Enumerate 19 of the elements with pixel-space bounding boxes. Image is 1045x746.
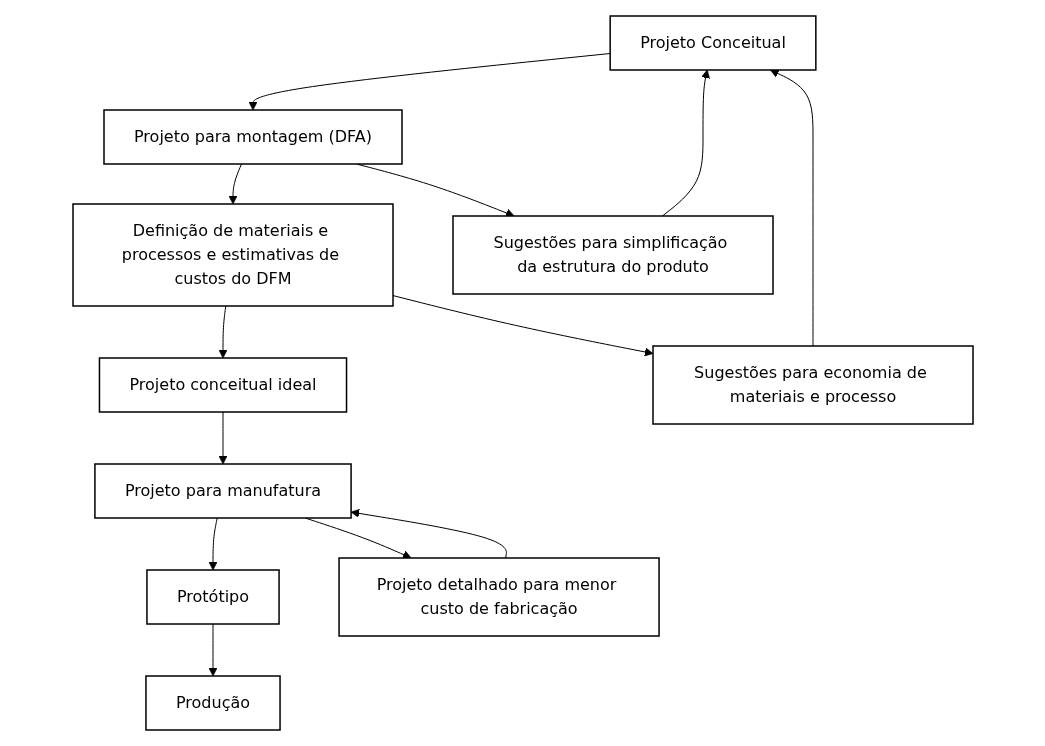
arrow [392,295,653,357]
node-box: Definição de materiais e processos e estimativas de custos do DFM [71,203,394,307]
node-box: Projeto conceitual ideal [98,357,347,413]
node-box: Sugestões para simplificação da estrutura do produto [451,215,774,295]
arrow [228,163,242,205]
arrow [661,69,710,217]
arrow [350,509,507,559]
arrow [218,411,227,465]
node-box: Projeto para montagem (DFA) [102,109,403,165]
arrow [769,69,813,347]
node-box: Projeto detalhado para menor custo de fabricação [337,557,660,637]
node-box: Protótipo [145,569,280,625]
node-box: Sugestões para economia de materiais e processo [651,345,974,425]
node-box: Projeto para manufatura [93,463,352,519]
node-box: Produção [144,675,281,731]
arrow [218,305,227,359]
arrow [208,517,218,571]
node-box: Projeto Conceitual [608,15,817,71]
arrow [208,623,217,677]
